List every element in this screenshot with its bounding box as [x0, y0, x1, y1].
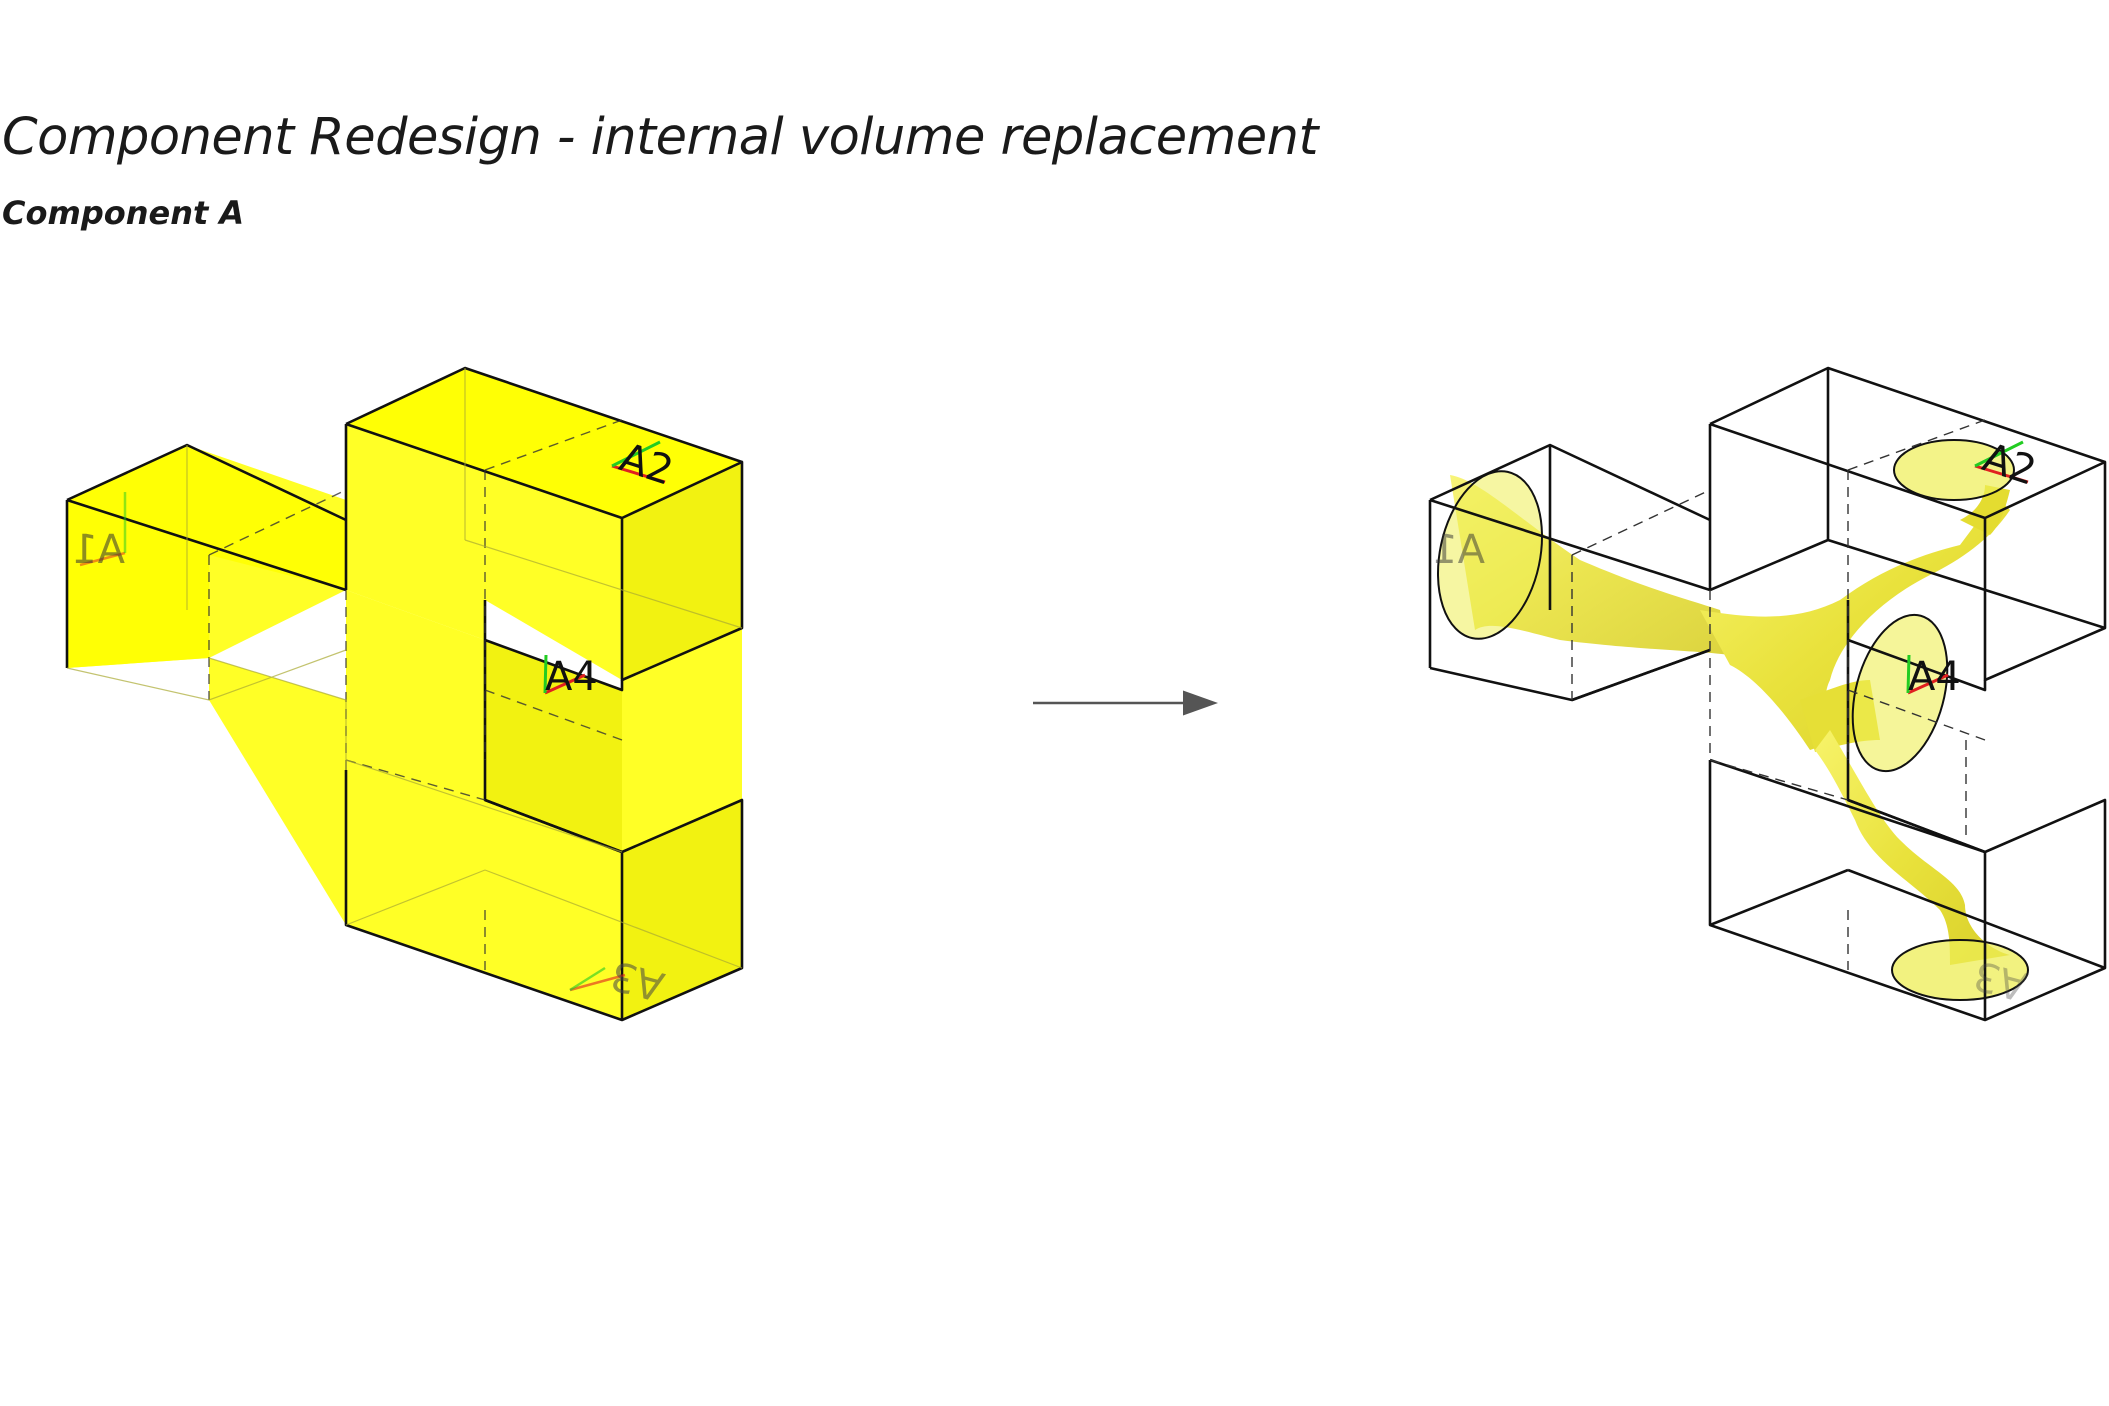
port-a4-marker: A4: [543, 654, 598, 700]
wireframe-hidden-edges: [1571, 419, 1986, 970]
port-a1-marker-right: A1: [1432, 527, 1485, 573]
page-title: Component Redesign - internal volume rep…: [2, 108, 1319, 167]
port-a4-label: A4: [545, 654, 598, 700]
redesigned-volume: A1 A2 A4 A3: [1428, 366, 2107, 1022]
volume-hidden-edges: [208, 419, 623, 970]
port-a1-label: A1: [72, 527, 125, 573]
volume-faint-edges: [66, 368, 743, 969]
port-a1-marker: A1: [72, 492, 127, 573]
internal-channel: [1436, 439, 2029, 1001]
page-subtitle: Component A: [2, 194, 245, 232]
port-a1-label-right: A1: [1432, 527, 1485, 573]
port-a4-label-right: A4: [1908, 654, 1961, 700]
port-a4-marker-right: A4: [1906, 654, 1961, 700]
volume-shading: [485, 462, 742, 1020]
original-volume: A1 A2 A4 A3: [65, 366, 744, 1022]
